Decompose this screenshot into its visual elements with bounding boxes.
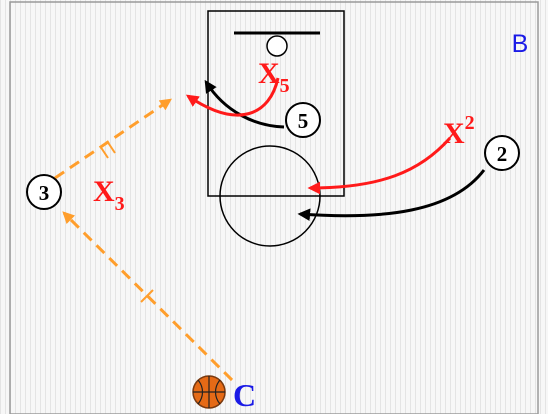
- player-2-marker: [484, 135, 520, 171]
- defense-arrow-x2: [307, 137, 452, 195]
- defender-x5-sub: 5: [280, 75, 290, 97]
- court-label: B: [512, 30, 529, 58]
- player-5: 5: [285, 102, 321, 138]
- player-2: 2: [484, 135, 520, 171]
- defender-x3-letter: X: [93, 175, 115, 208]
- defense-moves: [185, 77, 452, 195]
- ball-handler-label: C: [233, 377, 256, 413]
- defender-x2-sup: 2: [465, 112, 475, 134]
- paint-lane: [207, 10, 345, 197]
- defense-arrow-x5: [185, 77, 280, 117]
- defender-x5-letter: X: [258, 57, 280, 90]
- defender-x2-letter: X: [443, 117, 465, 150]
- pass-lines: [54, 98, 234, 382]
- hoop: [266, 35, 288, 57]
- defender-x2: X2: [443, 112, 475, 150]
- ball-seam: [214, 379, 221, 405]
- free-throw-circle: [219, 145, 321, 247]
- pass-tick-mark: [140, 289, 154, 303]
- defender-x5: X5: [258, 57, 290, 97]
- pass-arrow-3-to-post: [54, 98, 172, 180]
- pass-arrow-ball-to-3: [62, 211, 234, 382]
- pass-tick-mark: [106, 140, 116, 154]
- player-3-marker: [26, 174, 62, 210]
- defender-x3-sub: 3: [115, 193, 125, 215]
- ball-seam: [197, 379, 204, 405]
- cut-arrow-2: [297, 169, 486, 222]
- player-3: 3: [26, 174, 62, 210]
- player-3-label: 3: [39, 181, 50, 205]
- player-5-marker: [285, 102, 321, 138]
- defender-x3: X3: [93, 175, 125, 215]
- pass-tick-mark: [99, 145, 109, 159]
- player-2-label: 2: [497, 142, 508, 166]
- player-5-label: 5: [298, 109, 309, 133]
- basketball-icon: [192, 375, 226, 409]
